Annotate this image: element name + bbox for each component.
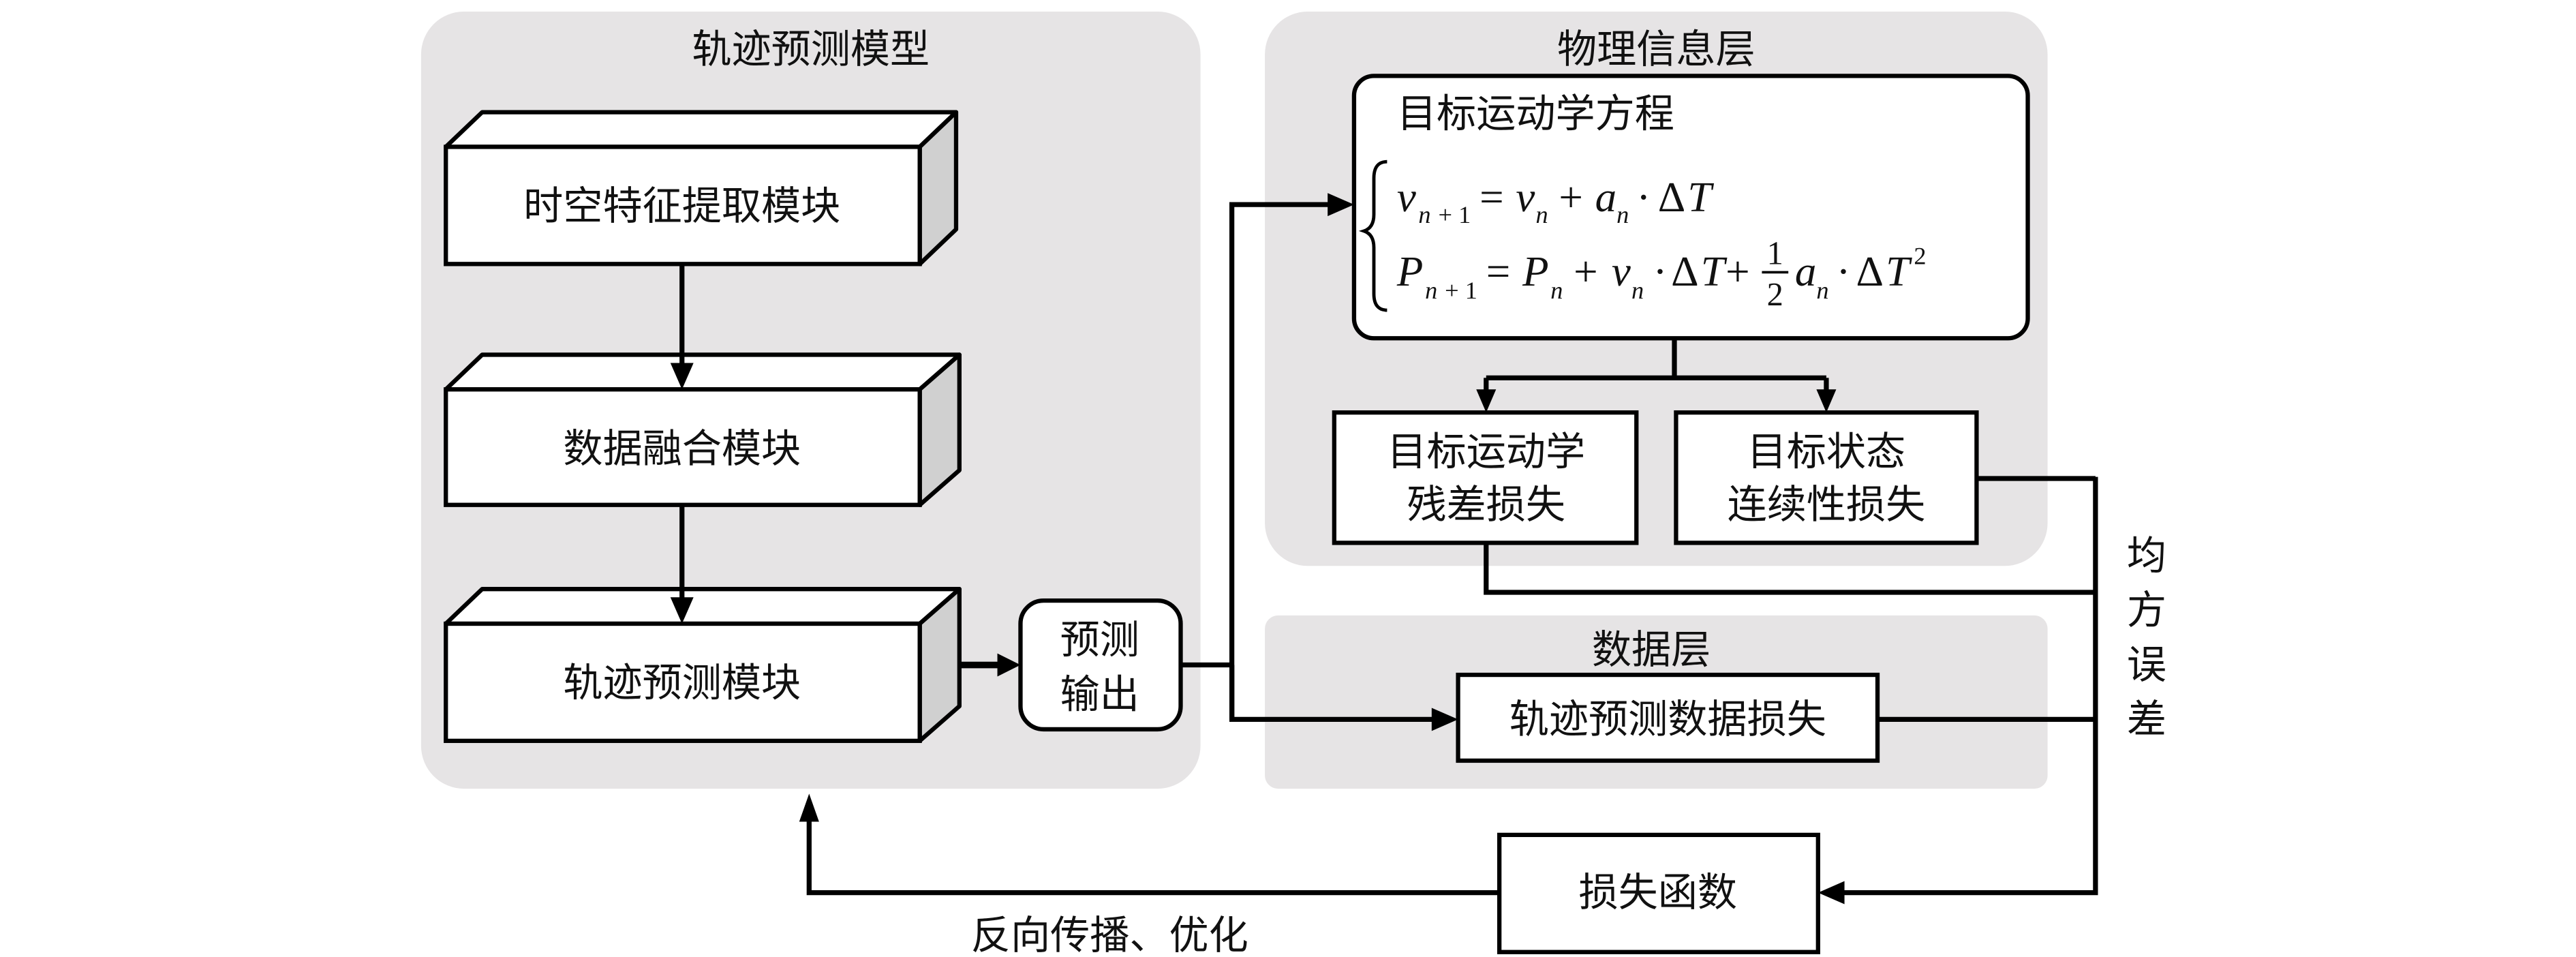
svg-text:+: + — [1574, 247, 1598, 295]
svg-text:v: v — [1397, 173, 1416, 221]
svg-text:2: 2 — [1914, 242, 1926, 269]
svg-text:T: T — [1701, 247, 1728, 295]
arrowhead-down-icon — [670, 363, 694, 390]
svg-text:n: n — [1550, 277, 1563, 304]
trajectory-data-loss-box: 轨迹预测数据损失 — [1456, 672, 1880, 763]
kinematic-loss-to-mse-line — [1484, 543, 2096, 595]
equation-position: P n + 1 = P n + v n · Δ T + 1 2 a n · Δ … — [1396, 235, 1927, 312]
kinematic-residual-loss-line1: 目标运动学 — [1387, 429, 1585, 475]
state-continuity-loss-box: 目标状态 连续性损失 — [1674, 410, 1979, 545]
trajectory-model-title: 轨迹预测模型 — [692, 26, 930, 72]
kinematic-equation-title: 目标运动学方程 — [1397, 90, 1674, 136]
svg-text:n: n — [1631, 277, 1644, 304]
svg-text:n: n — [1535, 201, 1548, 228]
svg-text:+: + — [1726, 247, 1750, 295]
svg-text:n: n — [1425, 277, 1437, 304]
mse-bus-line — [1841, 476, 2098, 896]
svg-text:n: n — [1418, 201, 1430, 228]
svg-text:a: a — [1795, 247, 1817, 295]
branch-to-equation-line — [1229, 202, 1331, 720]
kinematic-residual-loss-box: 目标运动学 残差损失 — [1332, 410, 1639, 545]
arrowhead-down-icon — [1476, 389, 1497, 413]
svg-text:P: P — [1396, 247, 1423, 295]
svg-text:+ 1: + 1 — [1439, 201, 1471, 228]
branch-to-data-loss-line — [1229, 665, 1435, 723]
backprop-line — [806, 818, 1500, 896]
svg-text:+ 1: + 1 — [1445, 277, 1477, 304]
trajectory-data-loss-label: 轨迹预测数据损失 — [1509, 696, 1826, 742]
svg-text:Δ: Δ — [1671, 247, 1699, 295]
svg-text:P: P — [1522, 247, 1548, 295]
physics-layer-title: 物理信息层 — [1557, 26, 1755, 72]
svg-text:=: = — [1479, 173, 1504, 221]
svg-text:均: 均 — [2127, 532, 2166, 579]
kinematic-equation-box: 目标运动学方程 v n + 1 = v n + a n · Δ T P n + … — [1351, 74, 2030, 341]
arrowhead-down-icon — [670, 597, 694, 624]
backprop-label: 反向传播、优化 — [971, 912, 1248, 957]
svg-text:v: v — [1516, 173, 1535, 221]
svg-text:T: T — [1886, 247, 1912, 295]
equation-velocity: v n + 1 = v n + a n · Δ T — [1397, 173, 1714, 228]
left-brace-icon — [1358, 160, 1387, 312]
trajectory-prediction-module-label: 轨迹预测模块 — [563, 660, 801, 706]
arrowhead-right-icon — [1328, 193, 1354, 217]
svg-text:·: · — [1836, 247, 1850, 295]
loss-function-box: 损失函数 — [1497, 832, 1820, 954]
kinematic-residual-loss-line2: 残差损失 — [1407, 481, 1565, 528]
svg-text:Δ: Δ — [1658, 173, 1686, 221]
svg-text:v: v — [1612, 247, 1631, 295]
svg-text:差: 差 — [2127, 696, 2166, 742]
svg-text:方: 方 — [2127, 587, 2166, 633]
svg-text:T: T — [1687, 173, 1714, 221]
prediction-output-line1: 预测 — [1060, 617, 1139, 663]
svg-text:·: · — [1653, 247, 1668, 295]
data-fusion-module-label: 数据融合模块 — [563, 425, 801, 472]
svg-text:·: · — [1636, 173, 1651, 221]
mse-label: 均 方 误 差 — [2127, 532, 2166, 742]
svg-text:n: n — [1616, 201, 1629, 228]
svg-text:a: a — [1595, 173, 1616, 221]
arrowhead-right-icon — [1431, 708, 1458, 731]
svg-text:+: + — [1559, 173, 1583, 221]
arrowhead-right-icon — [997, 653, 1021, 677]
svg-text:2: 2 — [1767, 277, 1783, 313]
loss-function-label: 损失函数 — [1578, 869, 1737, 915]
prediction-output-box: 预测 输出 — [1018, 598, 1183, 732]
state-continuity-loss-line1: 目标状态 — [1747, 429, 1906, 475]
data-fusion-module: 数据融合模块 — [444, 352, 962, 507]
svg-text:误: 误 — [2127, 641, 2166, 688]
arrowhead-down-icon — [1816, 389, 1837, 413]
data-layer-title: 数据层 — [1592, 626, 1711, 673]
spatiotemporal-module-label: 时空特征提取模块 — [523, 183, 840, 229]
state-continuity-loss-line2: 连续性损失 — [1728, 481, 1926, 528]
arrowhead-left-icon — [1818, 881, 1845, 905]
prediction-output-line2: 输出 — [1060, 671, 1139, 718]
trajectory-prediction-module: 轨迹预测模块 — [444, 587, 962, 744]
svg-text:Δ: Δ — [1856, 247, 1884, 295]
arrowhead-up-icon — [799, 793, 819, 822]
svg-text:n: n — [1816, 277, 1828, 304]
svg-text:=: = — [1486, 247, 1511, 295]
spatiotemporal-feature-module: 时空特征提取模块 — [444, 110, 959, 267]
svg-text:1: 1 — [1767, 235, 1783, 271]
